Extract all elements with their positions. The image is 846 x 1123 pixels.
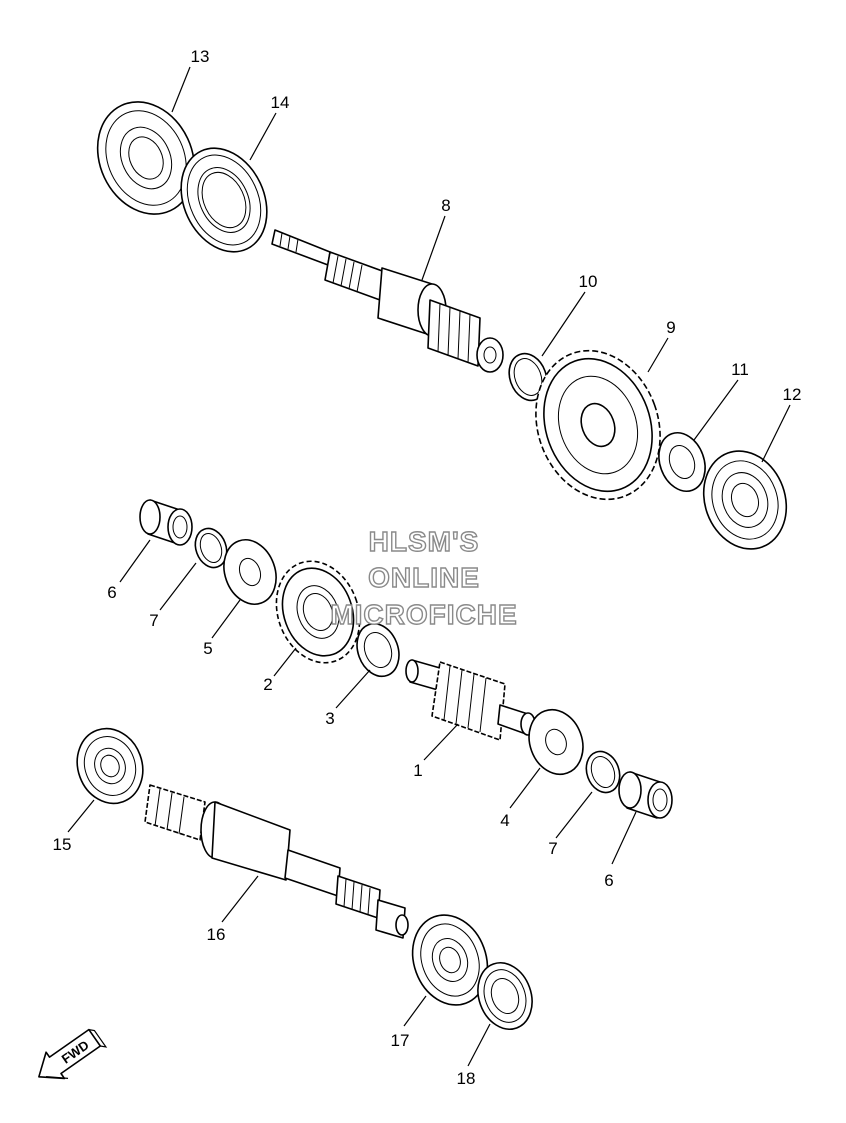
callout-7-upper: 7 bbox=[149, 611, 158, 630]
part-10-circlip bbox=[508, 352, 548, 402]
part-12-bearing bbox=[702, 450, 788, 550]
part-6-needle-bearing-lower bbox=[618, 771, 673, 819]
watermark-line-2: ONLINE bbox=[368, 562, 480, 593]
callout-16: 16 bbox=[207, 925, 226, 944]
part-11-washer bbox=[658, 432, 706, 492]
callout-8: 8 bbox=[441, 196, 450, 215]
callout-4: 4 bbox=[500, 811, 509, 830]
part-18-oil-seal bbox=[477, 962, 533, 1030]
callout-18: 18 bbox=[457, 1069, 476, 1088]
callout-12: 12 bbox=[783, 385, 802, 404]
callout-10: 10 bbox=[579, 272, 598, 291]
callout-6-lower: 6 bbox=[604, 871, 613, 890]
part-7-circlip-upper bbox=[194, 527, 228, 569]
part-8-main-shaft bbox=[271, 229, 504, 373]
watermark-line-3: MICROFICHE bbox=[330, 599, 517, 630]
part-14-oil-seal bbox=[180, 147, 268, 253]
part-6-needle-bearing-upper bbox=[139, 499, 193, 546]
part-9-large-gear bbox=[535, 349, 661, 501]
callout-11: 11 bbox=[731, 360, 749, 379]
callout-1: 1 bbox=[413, 761, 422, 780]
callout-6-upper: 6 bbox=[107, 583, 116, 602]
callout-15: 15 bbox=[53, 835, 72, 854]
callout-5: 5 bbox=[203, 639, 212, 658]
part-1-pinion-shaft bbox=[405, 659, 536, 741]
part-16-drive-axle bbox=[144, 784, 409, 939]
callout-7-lower: 7 bbox=[548, 839, 557, 858]
part-7-circlip-lower bbox=[585, 750, 621, 794]
watermark: HLSM'S ONLINE MICROFICHE bbox=[330, 525, 518, 630]
part-4-washer bbox=[528, 708, 584, 776]
leader-lines bbox=[67, 66, 791, 1067]
callout-17: 17 bbox=[391, 1031, 410, 1050]
watermark-line-1: HLSM'S bbox=[369, 526, 480, 557]
part-3-washer bbox=[356, 622, 400, 678]
callout-3: 3 bbox=[325, 709, 334, 728]
fwd-direction-arrow-icon: FWD bbox=[38, 1028, 108, 1080]
callout-labels: 13 14 8 10 9 11 12 6 7 5 2 3 1 4 7 6 15 … bbox=[53, 47, 802, 1088]
callout-14: 14 bbox=[271, 93, 290, 112]
callout-9: 9 bbox=[666, 318, 675, 337]
part-2-gear bbox=[275, 560, 361, 664]
part-15-bearing bbox=[76, 727, 144, 805]
callout-13: 13 bbox=[191, 47, 210, 66]
part-13-bearing bbox=[96, 101, 196, 215]
part-17-bearing bbox=[411, 914, 489, 1006]
part-5-washer bbox=[223, 539, 277, 605]
callout-2: 2 bbox=[263, 675, 272, 694]
